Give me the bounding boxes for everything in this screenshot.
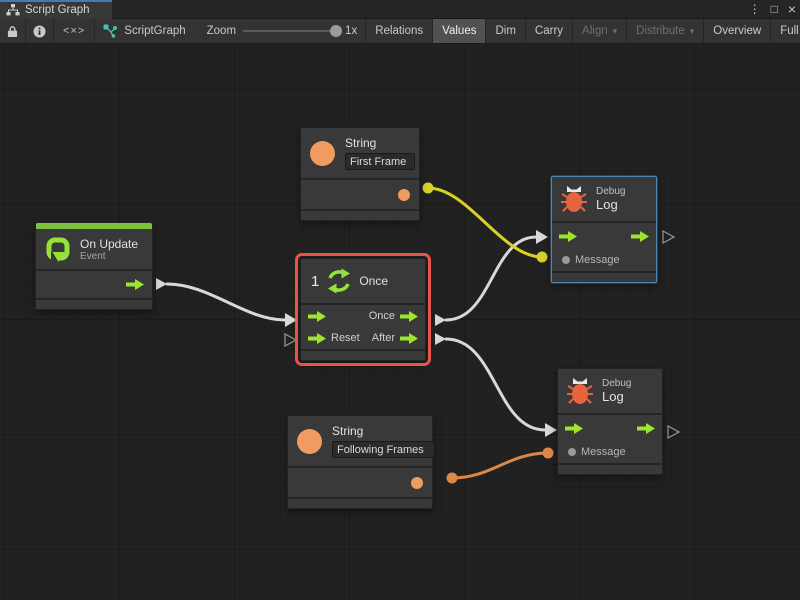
cycle-icon [328, 268, 351, 294]
node-title: Log [602, 389, 624, 404]
graph-info-group: ScriptGraph Zoom 1x [95, 19, 367, 43]
string-output-port[interactable] [398, 189, 410, 201]
hierarchy-icon [6, 3, 20, 15]
string-type-icon [297, 428, 322, 454]
lock-icon [7, 25, 18, 37]
overview-button[interactable]: Overview [704, 19, 772, 43]
wire-string-to-debugbottom-message[interactable] [451, 451, 549, 480]
wire-arrowhead [545, 423, 557, 437]
node-title: String [345, 136, 377, 150]
once-enter-port[interactable] [308, 310, 326, 322]
lock-button[interactable] [0, 19, 26, 43]
node-title: Log [596, 197, 618, 212]
graph-name-label: ScriptGraph [124, 25, 186, 37]
wire-after-to-debugbottom[interactable] [444, 337, 547, 432]
on-update-output-connector[interactable] [156, 278, 167, 290]
wire-endpoint-dot[interactable] [446, 472, 458, 484]
code-view-button[interactable]: <×> [54, 19, 96, 43]
close-icon[interactable]: × [787, 1, 796, 17]
wire-arrowhead [285, 313, 297, 327]
script-graph-icon [103, 24, 118, 38]
node-on-update[interactable]: On Update Event [35, 222, 153, 310]
node-kicker: Debug [602, 378, 632, 389]
message-port[interactable] [562, 256, 570, 264]
debug-enter-port[interactable] [559, 230, 577, 242]
toggle-relations[interactable]: Relations [366, 19, 434, 43]
once-out-label: Once [368, 310, 395, 322]
node-kicker: Debug [596, 186, 626, 197]
distribute-dropdown[interactable]: Distribute ▾ [627, 19, 705, 43]
window-menu-icon[interactable]: ⋮ [748, 2, 761, 16]
message-port[interactable] [568, 448, 576, 456]
wire-endpoint-dot[interactable] [422, 182, 434, 194]
node-once[interactable]: 1 Once Once Reset After [295, 253, 431, 366]
zoom-slider[interactable] [243, 25, 343, 37]
zoom-label: Zoom [206, 25, 237, 37]
control-output-port[interactable] [126, 279, 144, 290]
once-out-port[interactable] [400, 310, 418, 322]
tab-title: Script Graph [25, 3, 90, 16]
bug-icon [561, 186, 587, 212]
tab-bar: Script Graph ⋮ □ × [0, 0, 800, 19]
info-icon [33, 25, 46, 37]
wire-endpoint-dot[interactable] [542, 447, 554, 459]
event-header-strip [36, 223, 152, 229]
after-port[interactable] [400, 332, 418, 344]
reset-label: Reset [331, 332, 360, 344]
debug-exit-port[interactable] [637, 422, 655, 434]
node-debug-log-bottom[interactable]: Debug Log Message [557, 368, 663, 475]
info-button[interactable] [26, 19, 54, 43]
node-title: On Update [80, 236, 139, 251]
once-reset-connector[interactable] [284, 332, 298, 348]
wire-arrowhead [536, 230, 548, 244]
wires-layer [156, 182, 681, 484]
tab-script-graph[interactable]: Script Graph [0, 0, 112, 19]
node-title: Once [359, 274, 389, 288]
node-title: String [332, 424, 364, 438]
maximize-icon[interactable]: □ [770, 2, 778, 16]
chevron-down-icon: ▾ [612, 25, 618, 36]
string-type-icon [310, 140, 335, 166]
fullscreen-button[interactable]: Full Screen [780, 25, 800, 37]
toggle-values[interactable]: Values [433, 19, 487, 43]
debugtop-output-connector[interactable] [662, 229, 676, 245]
debug-enter-port[interactable] [565, 422, 583, 434]
node-string-first-frame[interactable]: String [300, 127, 420, 221]
code-icon: <×> [63, 25, 86, 37]
toggle-dim[interactable]: Dim [486, 19, 526, 43]
message-label: Message [581, 446, 626, 458]
once-badge: 1 [311, 272, 320, 290]
wire-once-to-debugtop[interactable] [444, 235, 538, 322]
string-value-field[interactable] [332, 441, 435, 458]
string-output-port[interactable] [411, 477, 423, 489]
debugbottom-output-connector[interactable] [667, 424, 681, 440]
align-dropdown[interactable]: Align ▾ [573, 19, 628, 43]
tab-focus-accent [0, 0, 112, 2]
wire-onupdate-to-once[interactable] [165, 282, 287, 322]
node-subtitle: Event [80, 250, 106, 262]
string-value-field[interactable] [345, 153, 415, 170]
chevron-down-icon: ▾ [689, 25, 695, 36]
zoom-value: 1x [345, 25, 358, 37]
after-label: After [371, 332, 395, 344]
node-string-following-frames[interactable]: String [287, 415, 435, 509]
bug-icon [567, 378, 593, 404]
toggle-carry[interactable]: Carry [526, 19, 574, 43]
wire-string-to-debugtop-message[interactable] [427, 186, 543, 259]
message-label: Message [575, 254, 620, 266]
node-debug-log-top[interactable]: Debug Log Message [551, 176, 657, 283]
debug-exit-port[interactable] [631, 230, 649, 242]
once-out-connector[interactable] [435, 314, 446, 326]
loop-icon [46, 237, 70, 263]
graph-canvas[interactable]: String On Update Ev [0, 45, 800, 600]
wire-endpoint-dot[interactable] [536, 251, 548, 263]
reset-port[interactable] [308, 332, 326, 344]
after-out-connector[interactable] [435, 333, 446, 345]
zoom-slider-handle[interactable] [330, 25, 343, 37]
graph-toolbar: <×> ScriptGraph Zoom 1x Relations Values… [0, 19, 800, 44]
